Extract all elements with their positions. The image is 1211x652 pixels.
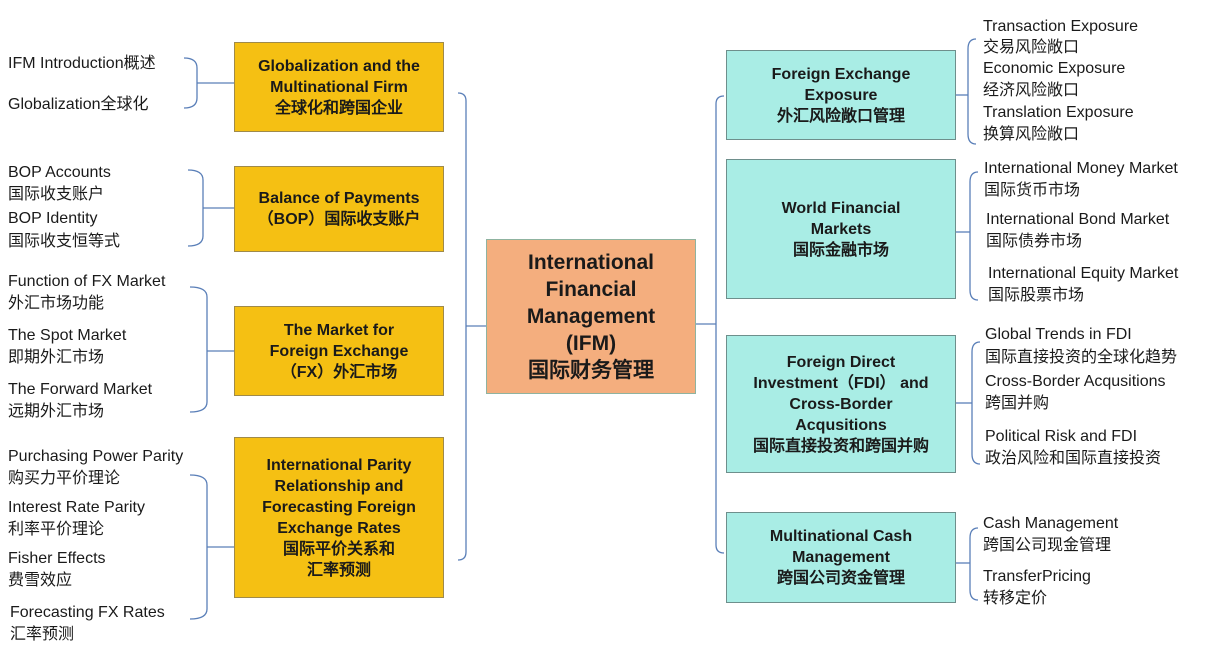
- topic-cash-management: Multinational Cash Management 跨国公司资金管理: [726, 512, 956, 603]
- center-node-ifm: International Financial Management (IFM)…: [486, 239, 696, 394]
- subtopic-label: Cross-Border Acqusitions: [985, 373, 1166, 390]
- subtopic-label: International Money Market: [984, 160, 1178, 177]
- topic-balance-of-payments: Balance of Payments （BOP）国际收支账户: [234, 166, 444, 252]
- subtopic-label: Fisher Effects: [8, 550, 106, 567]
- topic-line: Markets: [810, 220, 872, 238]
- subtopic-label: Function of FX Market: [8, 273, 166, 290]
- topic-line: Investment（FDI） and: [753, 374, 929, 392]
- subtopic-label: 换算风险敞口: [983, 126, 1080, 143]
- subtopic-label: 费雪效应: [8, 572, 73, 589]
- subtopic-label: Transaction Exposure: [983, 18, 1139, 35]
- topic-fx-market: The Market for Foreign Exchange （FX）外汇市场: [234, 306, 444, 396]
- topic-international-parity: International Parity Relationship and Fo…: [234, 437, 444, 598]
- center-line: (IFM): [565, 332, 617, 355]
- topic-line: 国际平价关系和: [282, 540, 395, 558]
- topic-line: Acqusitions: [795, 416, 887, 434]
- subtopic-label: Economic Exposure: [983, 60, 1126, 77]
- topic-line: Multinational Cash: [769, 528, 913, 545]
- topic-line: Forecasting Foreign: [262, 498, 416, 516]
- subtopic-label: 利率平价理论: [8, 521, 105, 538]
- topic-line: International Parity: [266, 456, 412, 474]
- topic-line: 汇率预测: [306, 561, 371, 579]
- subtopic-label: 远期外汇市场: [8, 403, 105, 420]
- subtopic-label: BOP Identity: [8, 210, 98, 227]
- subtopic-label: Cash Management: [983, 515, 1119, 532]
- subtopic-label: 国际股票市场: [988, 287, 1085, 304]
- topic-line: Foreign Exchange: [771, 65, 911, 83]
- subtopic-label: 政治风险和国际直接投资: [985, 450, 1162, 467]
- subtopic-label: 跨国并购: [985, 395, 1050, 412]
- subtopic-label: The Forward Market: [8, 381, 153, 398]
- topic-line: Relationship and: [274, 477, 404, 495]
- subtopic-label: 国际债券市场: [986, 233, 1083, 250]
- subtopic-label: 国际收支账户: [8, 186, 105, 203]
- topic-line: （BOP）国际收支账户: [257, 211, 421, 228]
- subtopic-label: Political Risk and FDI: [985, 428, 1138, 445]
- subtopic-label: 汇率预测: [10, 626, 75, 643]
- subtopic-label: 交易风险敞口: [983, 39, 1080, 56]
- subtopic-label: Translation Exposure: [983, 104, 1134, 121]
- subtopic-label: 经济风险敞口: [983, 82, 1080, 99]
- topic-globalization: Globalization and the Multinational Firm…: [234, 42, 444, 132]
- subtopic-label: Globalization全球化: [8, 96, 149, 113]
- subtopic-label: Forecasting FX Rates: [10, 604, 165, 621]
- topic-world-financial-markets: World Financial Markets 国际金融市场: [726, 159, 956, 299]
- topic-line: 国际金融市场: [792, 241, 889, 259]
- topic-line: Foreign Direct: [786, 353, 896, 371]
- subtopic-label: 国际直接投资的全球化趋势: [985, 349, 1178, 366]
- subtopic-label: 国际货币市场: [984, 182, 1081, 199]
- subtopic-label: International Bond Market: [986, 211, 1170, 228]
- center-line: International: [527, 251, 654, 274]
- subtopic-label: 购买力平价理论: [8, 470, 121, 487]
- topic-line: Foreign Exchange: [269, 342, 409, 360]
- topic-fx-exposure: Foreign Exchange Exposure 外汇风险敞口管理: [726, 50, 956, 140]
- topic-line: Balance of Payments: [258, 190, 420, 207]
- topic-line: Multinational Firm: [270, 78, 408, 96]
- topic-line: The Market for: [283, 321, 395, 339]
- subtopic-label: 外汇市场功能: [8, 295, 105, 312]
- topic-line: 国际直接投资和跨国并购: [752, 437, 929, 455]
- subtopic-label: Global Trends in FDI: [985, 326, 1132, 343]
- topic-line: World Financial: [781, 199, 901, 217]
- topic-line: Cross-Border: [789, 395, 893, 413]
- subtopic-label: The Spot Market: [8, 327, 127, 344]
- center-line: Management: [526, 305, 656, 328]
- subtopic-label: Purchasing Power Parity: [8, 448, 184, 465]
- subtopic-label: 国际收支恒等式: [8, 233, 121, 250]
- topic-line: 全球化和跨国企业: [274, 99, 403, 117]
- subtopic-label: 跨国公司现金管理: [983, 537, 1112, 554]
- topic-line: Exposure: [804, 86, 878, 104]
- center-line: 国际财务管理: [528, 359, 654, 382]
- subtopic-label: IFM Introduction概述: [8, 55, 156, 72]
- topic-line: Exchange Rates: [277, 519, 401, 537]
- subtopic-label: International Equity Market: [988, 265, 1179, 282]
- topic-line: 跨国公司资金管理: [776, 570, 905, 587]
- topic-line: （FX）外汇市场: [280, 363, 398, 381]
- subtopic-label: 即期外汇市场: [8, 349, 105, 366]
- topic-line: 外汇风险敞口管理: [776, 107, 905, 125]
- subtopic-label: TransferPricing: [983, 568, 1091, 585]
- subtopic-label: BOP Accounts: [8, 164, 111, 181]
- topic-line: Management: [792, 549, 890, 566]
- subtopic-label: 转移定价: [983, 590, 1048, 607]
- topic-fdi: Foreign Direct Investment（FDI） and Cross…: [726, 335, 956, 473]
- center-line: Financial: [545, 278, 637, 301]
- topic-line: Globalization and the: [258, 57, 420, 75]
- subtopic-label: Interest Rate Parity: [8, 499, 145, 516]
